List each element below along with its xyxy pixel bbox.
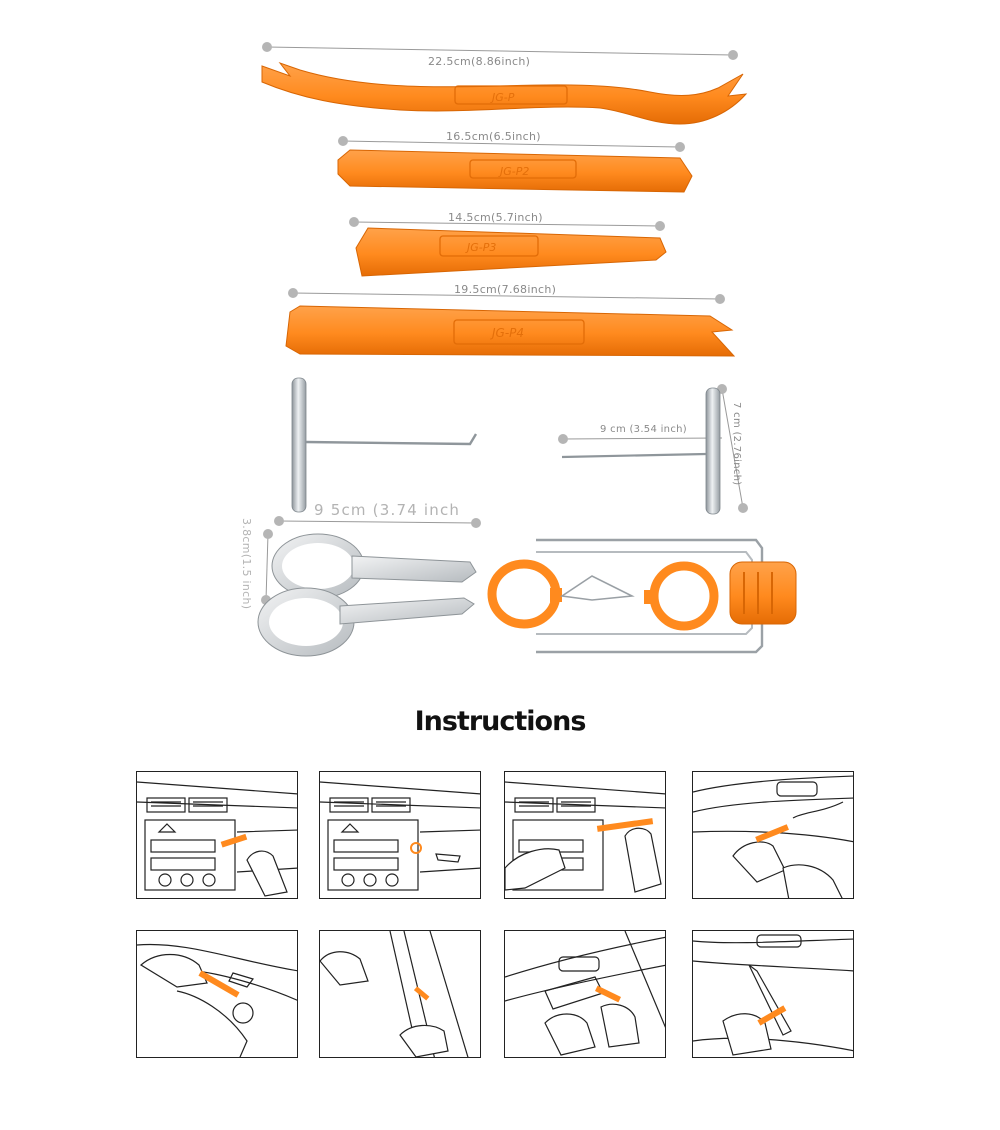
pry-tool-wedge: JG-P3 [355, 227, 667, 277]
instruction-panel-3 [504, 771, 666, 899]
pry-tool-flat: JG-P2 [337, 149, 693, 193]
pry-tool-straight-fork: JG-P4 [285, 305, 736, 357]
instruction-panel-5 [136, 930, 298, 1058]
svg-text:JG-P2: JG-P2 [498, 165, 529, 178]
t-hook-tool-right [561, 387, 721, 515]
tools-illustration: JG-P JG-P2 JG-P3 JG-P4 [257, 42, 797, 657]
dimension-label-key-height: 3.8cm(1.5 inch) [240, 518, 253, 610]
dimension-label-tool4: 19.5cm(7.68inch) [454, 283, 557, 296]
door-illustration [693, 775, 853, 898]
door-trim-illustration [693, 934, 853, 1056]
ring-release-tools [487, 538, 797, 654]
window-switch-illustration [505, 931, 665, 1056]
dashboard-illustration [320, 781, 480, 891]
door-panel-illustration [137, 943, 297, 1057]
dimension-label-tool3: 14.5cm(5.7inch) [448, 211, 543, 224]
dimension-label-hook-height: 7 cm (2.76inch) [731, 402, 742, 486]
dimension-label-hook-width: 9 cm (3.54 inch) [600, 424, 687, 435]
dashboard-illustration [505, 781, 665, 893]
t-hook-tool-left [291, 377, 478, 513]
dimension-lines [261, 42, 748, 605]
instruction-panel-1 [136, 771, 298, 899]
door-edge-illustration [320, 931, 469, 1057]
instruction-panel-4 [692, 771, 854, 899]
instruction-panel-7 [504, 930, 666, 1058]
dimension-label-tool1: 22.5cm(8.86inch) [428, 55, 531, 68]
dimension-label-tool2: 16.5cm(6.5inch) [446, 130, 541, 143]
dimension-label-key-width: 9 5cm (3.74 inch [314, 501, 461, 519]
instructions-title: Instructions [414, 706, 587, 737]
instruction-panel-2 [319, 771, 481, 899]
svg-text:JG-P3: JG-P3 [465, 241, 496, 254]
svg-text:JG-P: JG-P [490, 91, 515, 104]
radio-release-keys [257, 533, 477, 657]
instruction-panel-8 [692, 930, 854, 1058]
dashboard-illustration [137, 781, 297, 897]
pry-tool-long-fork: JG-P [261, 61, 748, 125]
svg-text:JG-P4: JG-P4 [490, 326, 524, 340]
instruction-panel-6 [319, 930, 481, 1058]
